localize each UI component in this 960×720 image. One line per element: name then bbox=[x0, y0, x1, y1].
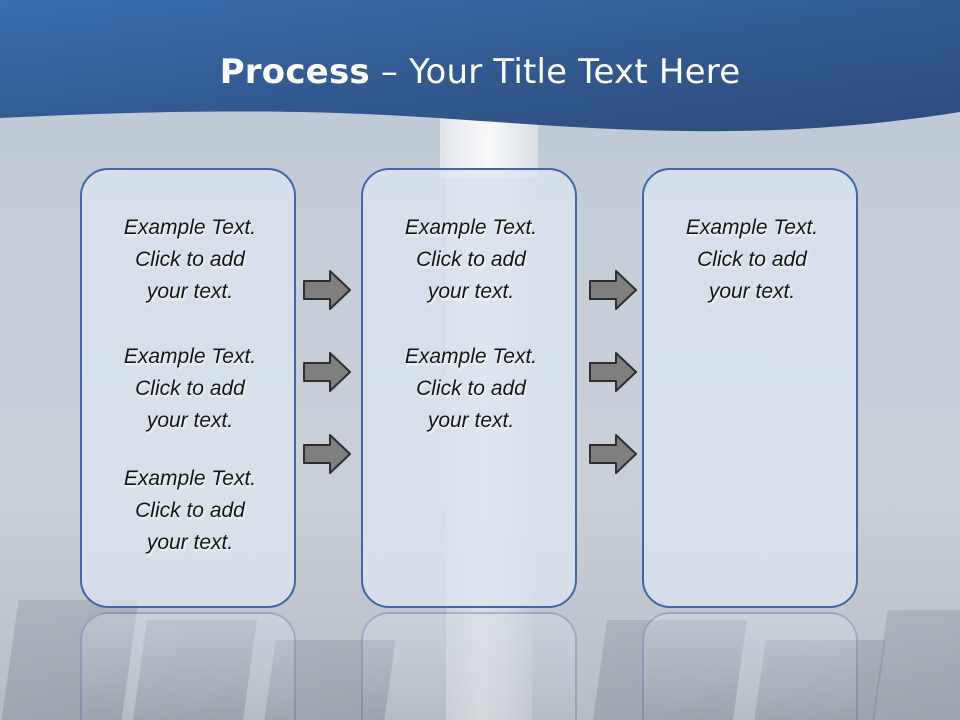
title-rest: – Your Title Text Here bbox=[369, 52, 741, 92]
text-block[interactable]: Example Text. Click to add your text. bbox=[82, 341, 298, 437]
text-line: Example Text. bbox=[404, 345, 538, 368]
text-block[interactable]: Example Text. Click to add your text. bbox=[363, 341, 579, 437]
box-reflection-1 bbox=[80, 612, 296, 720]
process-box-3[interactable]: Example Text. Click to add your text. bbox=[642, 168, 858, 608]
text-line: Click to add bbox=[416, 377, 526, 400]
right-arrow-icon bbox=[589, 352, 637, 392]
text-block[interactable]: Example Text. Click to add your text. bbox=[82, 463, 298, 559]
text-line: your text. bbox=[427, 409, 515, 432]
text-line: Click to add bbox=[135, 248, 245, 271]
process-box-2[interactable]: Example Text. Click to add your text. Ex… bbox=[361, 168, 577, 608]
text-line: your text. bbox=[427, 280, 515, 303]
text-line: your text. bbox=[146, 409, 234, 432]
box-reflection-2 bbox=[361, 612, 577, 720]
text-line: Click to add bbox=[135, 377, 245, 400]
right-arrow-icon bbox=[589, 434, 637, 474]
text-line: your text. bbox=[146, 280, 234, 303]
right-arrow-icon bbox=[303, 434, 351, 474]
text-block[interactable]: Example Text. Click to add your text. bbox=[363, 212, 579, 308]
text-line: Click to add bbox=[697, 248, 807, 271]
text-line: Example Text. bbox=[404, 216, 538, 239]
text-line: Example Text. bbox=[123, 467, 257, 490]
right-arrow-icon bbox=[303, 270, 351, 310]
text-block[interactable]: Example Text. Click to add your text. bbox=[82, 212, 298, 308]
page-title: Process – Your Title Text Here bbox=[0, 52, 960, 92]
box-reflection-3 bbox=[642, 612, 858, 720]
process-box-1[interactable]: Example Text. Click to add your text. Ex… bbox=[80, 168, 296, 608]
text-line: Click to add bbox=[135, 499, 245, 522]
right-arrow-icon bbox=[589, 270, 637, 310]
text-block[interactable]: Example Text. Click to add your text. bbox=[644, 212, 860, 308]
text-line: Example Text. bbox=[123, 345, 257, 368]
title-bold: Process bbox=[219, 52, 370, 92]
right-arrow-icon bbox=[303, 352, 351, 392]
text-line: Example Text. bbox=[123, 216, 257, 239]
text-line: your text. bbox=[146, 531, 234, 554]
text-line: your text. bbox=[708, 280, 796, 303]
text-line: Click to add bbox=[416, 248, 526, 271]
text-line: Example Text. bbox=[685, 216, 819, 239]
title-banner bbox=[0, 0, 960, 132]
